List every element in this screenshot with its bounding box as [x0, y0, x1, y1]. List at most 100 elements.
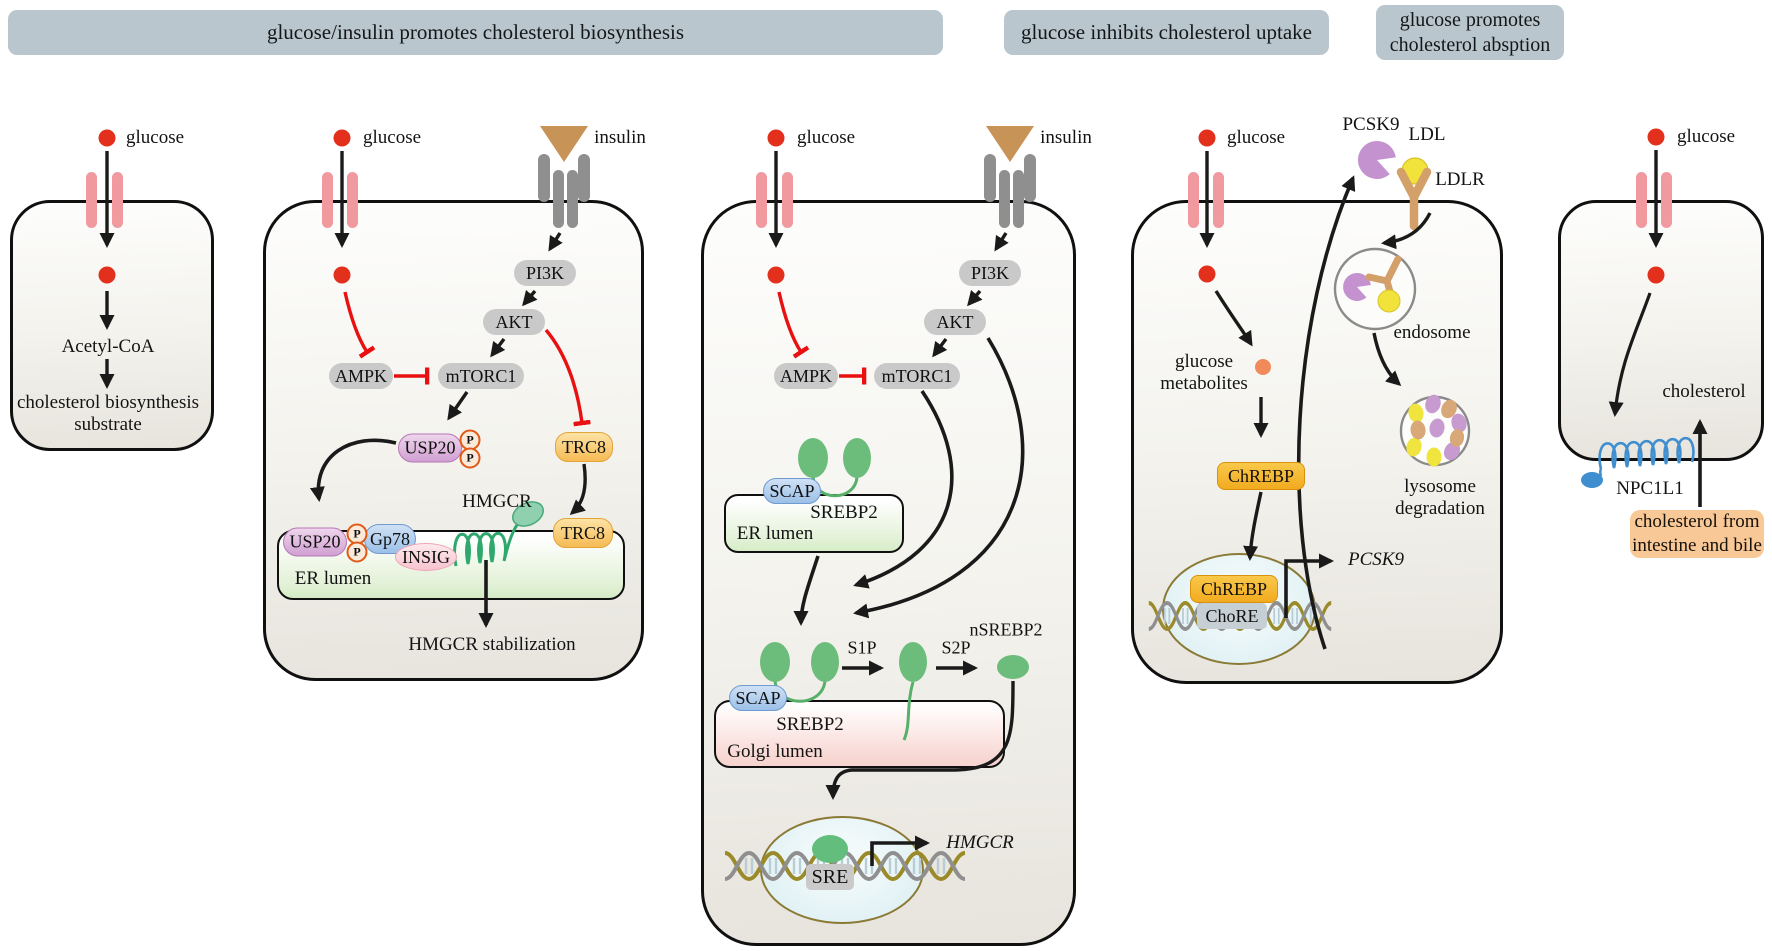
hmgcr-gene-label: HMGCR: [946, 832, 1014, 853]
npc1l1-coil-icon: [1581, 436, 1695, 488]
chrebp-pill: ChREBP: [1190, 575, 1278, 603]
glucose-label: glucose: [1676, 126, 1736, 147]
insulin-receptor-icon: [984, 126, 1036, 228]
glucose-dot: [1198, 129, 1216, 147]
pi3k-pill: PI3K: [959, 260, 1021, 286]
glucose-label: glucose: [125, 127, 185, 148]
cholesterol-source-box: cholesterol from intestine and bile: [1630, 510, 1764, 558]
insulin-triangle-icon: [540, 126, 588, 162]
ldlr-label: LDLR: [1435, 169, 1485, 190]
chrebp-pill: ChREBP: [1217, 462, 1305, 490]
phosphate-icon: P: [346, 541, 368, 563]
trc8-pill: TRC8: [555, 432, 613, 462]
endosome-icon: [1333, 247, 1417, 331]
pi3k-pill: PI3K: [514, 260, 576, 286]
usp20-pill: USP20: [283, 527, 347, 557]
arrow: [309, 438, 397, 502]
pcsk9-gene-label: PCSK9: [1348, 549, 1404, 570]
glucose-transporter-icon: [1188, 172, 1224, 228]
arrow: [1372, 332, 1402, 387]
glucose-metabolite-dot: [1255, 359, 1271, 375]
header-uptake: glucose inhibits cholesterol uptake: [1004, 10, 1329, 55]
akt-pill: AKT: [924, 309, 986, 335]
header-biosynthesis: glucose/insulin promotes cholesterol bio…: [8, 10, 943, 55]
header-biosynthesis-text: glucose/insulin promotes cholesterol bio…: [266, 19, 685, 44]
glucose-transporter-icon: [756, 172, 793, 228]
lysosome-degradation-label-line2: degradation: [1395, 498, 1485, 519]
hmgcr-label: HMGCR: [462, 491, 532, 512]
arrow: [870, 835, 930, 866]
ldl-label: LDL: [1408, 124, 1446, 145]
mtorc1-pill: mTORC1: [438, 363, 524, 389]
glucose-label: glucose: [796, 127, 856, 148]
arrow: [490, 337, 506, 358]
hmgcr-protein-icon: [512, 501, 544, 527]
srebp2-label: SREBP2: [776, 714, 844, 735]
er-lumen-label: ER lumen: [736, 523, 814, 544]
npc1l1-label: NPC1L1: [1616, 478, 1684, 499]
arrow: [825, 680, 1015, 800]
hmgcr-stabilization-label: HMGCR stabilization: [408, 634, 576, 655]
header-uptake-text: glucose inhibits cholesterol uptake: [1020, 19, 1313, 44]
glucose-dot: [1647, 128, 1665, 146]
glucose-dot: [767, 266, 785, 284]
glucose-label: glucose: [1226, 127, 1286, 148]
scap-pill: SCAP: [729, 685, 787, 711]
arrow: [548, 232, 563, 252]
substrate-label-line2: substrate: [74, 414, 142, 435]
arrow: [853, 337, 1025, 619]
nsrebp2-label: nSREBP2: [969, 619, 1043, 640]
gp78-pill: Gp78: [364, 524, 416, 554]
usp20-pill: USP20: [398, 433, 462, 463]
glucose-transporter-icon: [322, 172, 358, 228]
glucose-metabolites-label-line1: glucose: [1174, 351, 1234, 372]
endosome-label: endosome: [1393, 322, 1471, 343]
insulin-receptor-icon: [538, 126, 590, 228]
inhibition-arrow: [544, 328, 591, 427]
cholesterol-source-line2: intestine and bile: [1632, 535, 1762, 556]
s1p-label: S1P: [847, 637, 877, 658]
pcsk9-protein-icon: [1357, 140, 1396, 179]
srebp2-label: SREBP2: [810, 502, 878, 523]
nsrebp2-nuclear-icon: [812, 835, 848, 863]
arrow: [1214, 290, 1253, 347]
arrow: [1296, 175, 1356, 650]
glucose-dot: [767, 129, 785, 147]
arrow: [569, 463, 587, 515]
insig-pill: INSIG: [395, 543, 457, 571]
lysosome-degradation-label-line1: lysosome: [1404, 476, 1476, 497]
arrow: [994, 232, 1009, 252]
insulin-triangle-icon: [986, 126, 1034, 162]
akt-pill: AKT: [483, 309, 545, 335]
arrow: [1381, 212, 1432, 250]
sre-box: SRE: [806, 864, 854, 890]
scap-pill: SCAP: [763, 478, 821, 504]
arrow: [1243, 491, 1263, 561]
er-lumen-label: ER lumen: [294, 568, 372, 589]
glucose-dot: [98, 129, 116, 147]
chore-box: ChoRE: [1197, 603, 1267, 629]
arrow: [853, 389, 954, 589]
trc8-pill: TRC8: [553, 518, 613, 548]
pcsk9-label: PCSK9: [1342, 114, 1400, 135]
lysosome-icon: [1399, 394, 1471, 467]
glucose-dot: [1647, 266, 1665, 284]
arrow: [522, 289, 538, 307]
glucose-dot: [1198, 265, 1216, 283]
golgi-lumen-label: Golgi lumen: [727, 741, 823, 762]
arrow: [932, 337, 948, 358]
inhibition-arrow: [777, 291, 810, 359]
arrow: [447, 391, 469, 421]
arrow: [793, 555, 820, 626]
golgi-lumen-box: [714, 700, 1005, 768]
insulin-label: insulin: [594, 127, 646, 148]
cholesterol-source-line1: cholesterol from: [1634, 511, 1760, 533]
cholesterol-label: cholesterol: [1662, 381, 1746, 402]
insulin-label: insulin: [1040, 127, 1092, 148]
inhibition-arrow: [343, 291, 376, 359]
ldlr-receptor-icon: [1396, 167, 1432, 231]
